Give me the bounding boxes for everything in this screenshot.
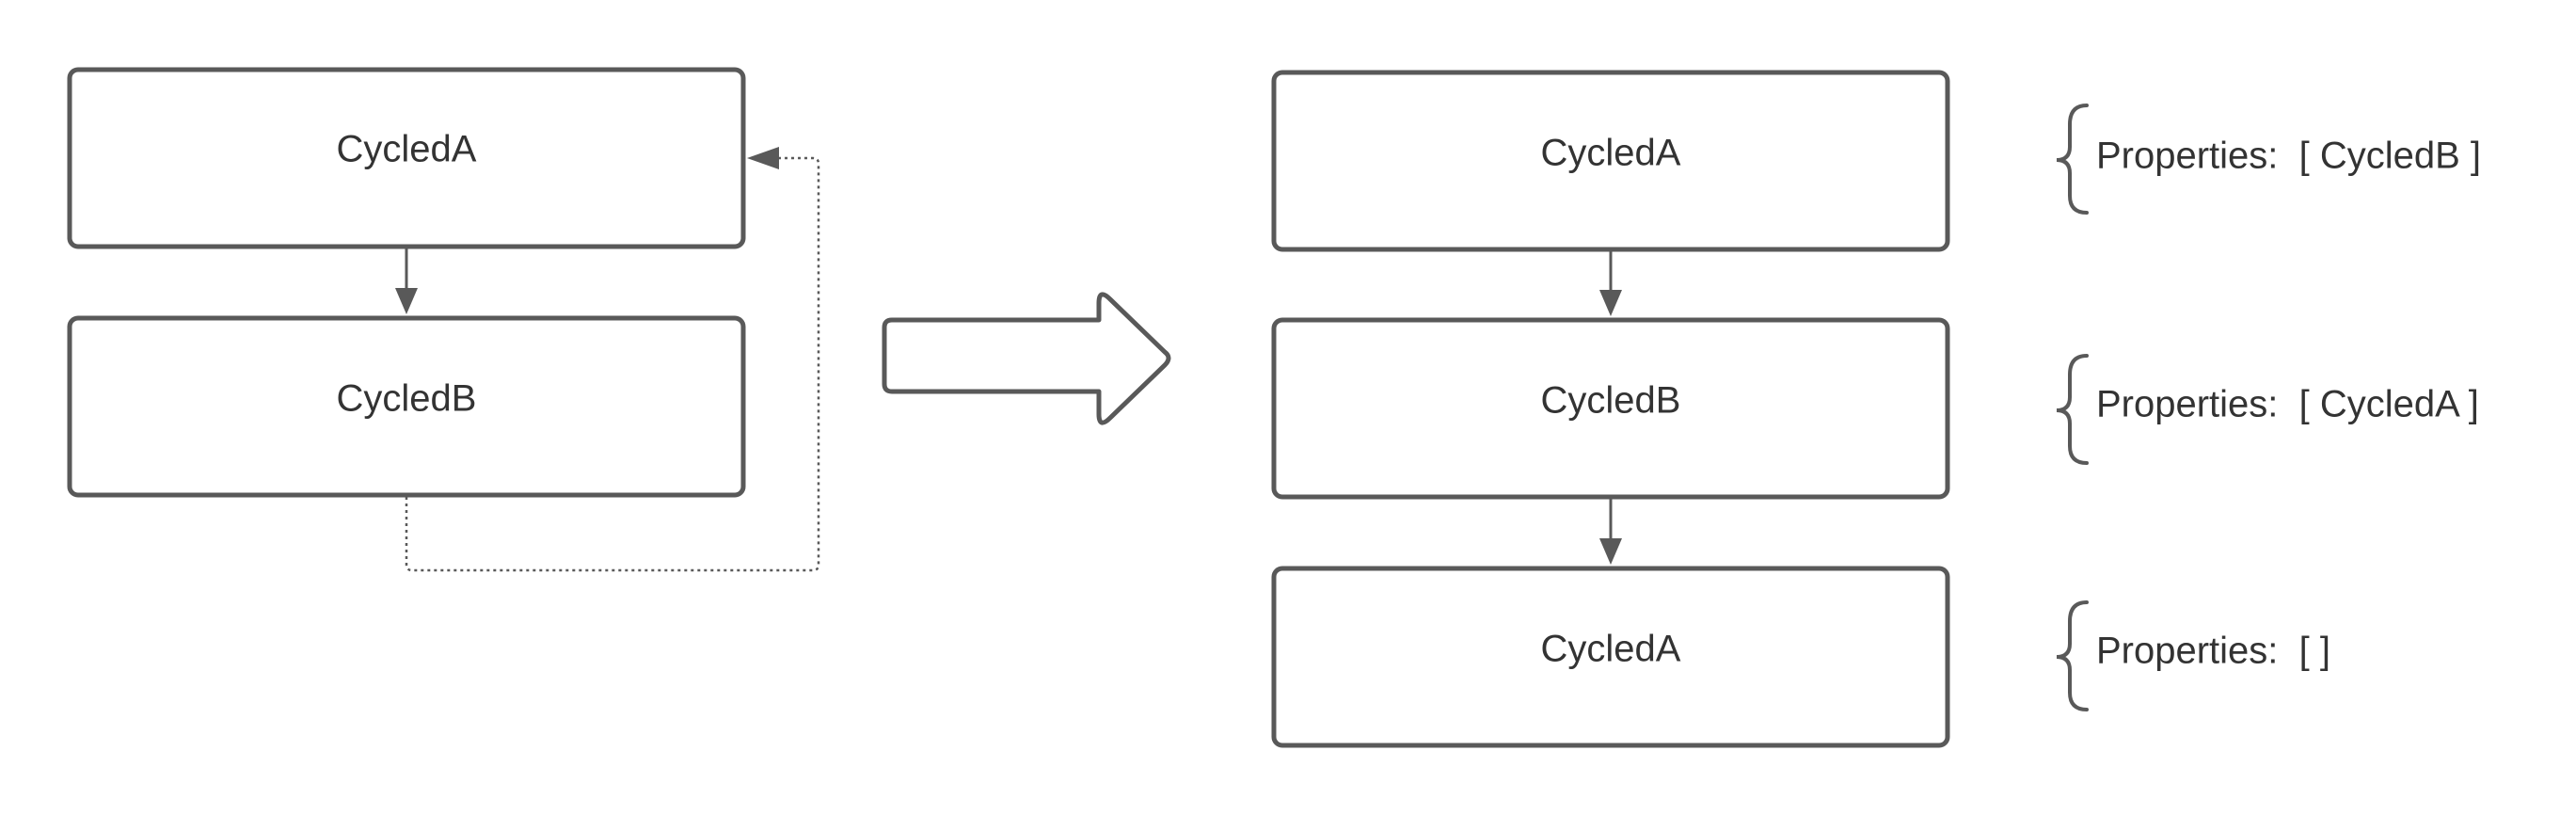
left-cyclic-graph: CycledA CycledB <box>67 67 820 572</box>
left-node-cycledb-label: CycledB <box>337 378 477 420</box>
right-node-2-cycledb <box>1271 317 1950 500</box>
properties-label-3: Properties: [ ] <box>2096 631 2330 672</box>
left-node-cycleda <box>67 67 746 249</box>
brace-3-icon <box>2056 600 2089 711</box>
right-flattened-chain: CycledA CycledB CycledA Properties: [ Cy… <box>1271 70 2481 748</box>
left-node-cycledb <box>67 315 746 498</box>
brace-2-icon <box>2056 354 2089 465</box>
properties-label-2: Properties: [ CycledA ] <box>2096 384 2479 425</box>
brace-1-icon <box>2056 104 2089 215</box>
right-node-3-cycleda <box>1271 566 1950 748</box>
right-node-1-cycleda <box>1271 70 1950 252</box>
edge-left-b-to-a-dotted <box>405 156 820 572</box>
edge-left-a-to-b-arrowhead <box>395 288 418 314</box>
left-node-cycleda-label: CycledA <box>337 129 477 170</box>
edge-right-1-to-2-arrowhead <box>1599 290 1622 316</box>
edge-left-b-to-a-arrowhead <box>747 147 779 169</box>
transform-arrow <box>882 292 1171 425</box>
right-node-1-label: CycledA <box>1541 133 1681 174</box>
edge-right-2-to-3-arrowhead <box>1599 538 1622 565</box>
properties-label-1: Properties: [ CycledB ] <box>2096 136 2481 177</box>
right-node-2-label: CycledB <box>1541 380 1681 422</box>
right-node-3-label: CycledA <box>1541 629 1681 670</box>
